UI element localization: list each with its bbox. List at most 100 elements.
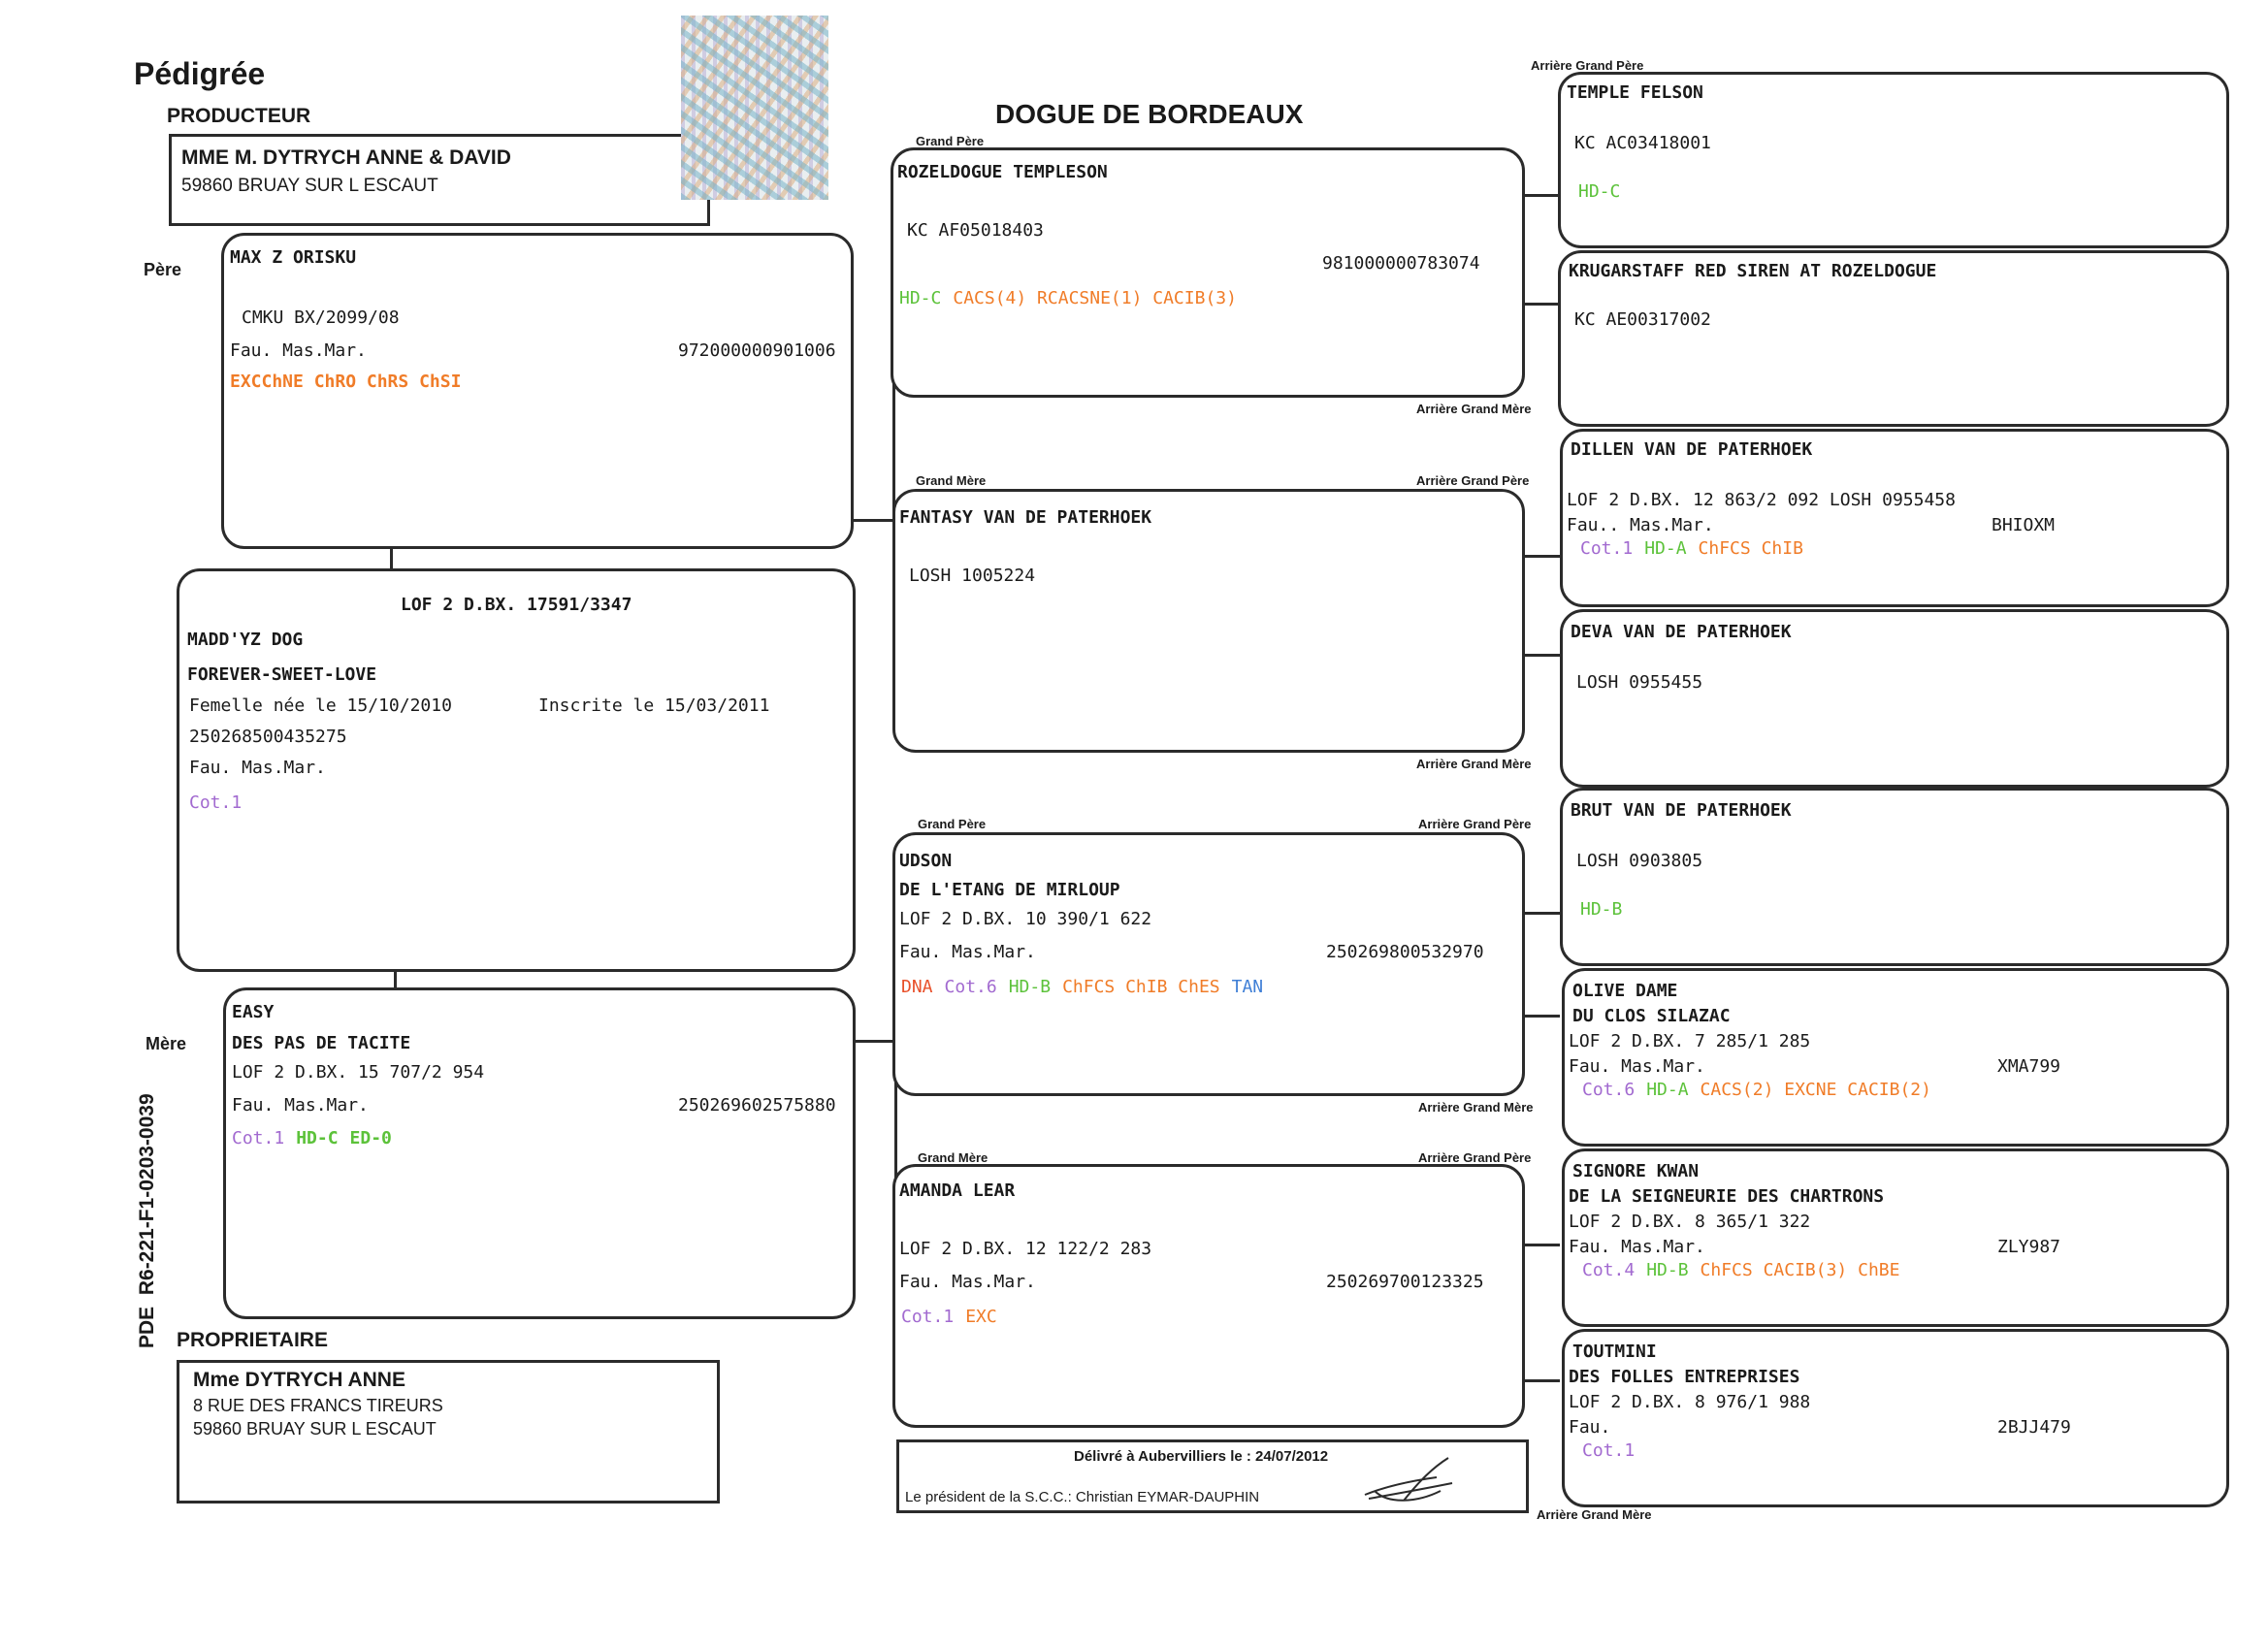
- subject-cot: Cot.1: [189, 792, 243, 813]
- ggp8-code: 2BJJ479: [1997, 1417, 2071, 1438]
- gm-maternal-title-cot: Cot.1: [901, 1307, 955, 1327]
- ggp6-titles: Cot.6 HD-A CACS(2) EXCNE CACIB(2): [1582, 1080, 1943, 1100]
- mother-chip: 250269602575880: [678, 1095, 836, 1116]
- mother-color: Fau. Mas.Mar.: [232, 1095, 369, 1116]
- ggp2-name: KRUGARSTAFF RED SIREN AT ROZELDOGUE: [1569, 261, 1937, 281]
- grandmother-paternal-box: FANTASY VAN DE PATERHOEK LOSH 1005224: [892, 489, 1525, 753]
- connector-gp2: [1523, 303, 1560, 306]
- mother-affix: DES PAS DE TACITE: [232, 1033, 411, 1053]
- grandfather-paternal-box: ROZELDOGUE TEMPLESON KC AF05018403 98100…: [891, 147, 1525, 398]
- label-arriere-grand-mere-4: Arrière Grand Mère: [1537, 1507, 1652, 1522]
- owner-city: 59860 BRUAY SUR L ESCAUT: [193, 1419, 437, 1439]
- ggp7-color: Fau. Mas.Mar.: [1569, 1237, 1705, 1257]
- connector-gp4: [1525, 654, 1560, 657]
- ggp3-code: BHIOXM: [1992, 515, 2056, 535]
- great-grandparent-box-1: TEMPLE FELSON KC AC03418001 HD-C: [1558, 72, 2229, 248]
- father-color: Fau. Mas.Mar.: [230, 340, 367, 361]
- subject-color: Fau. Mas.Mar.: [189, 758, 326, 778]
- gp-maternal-affix: DE L'ETANG DE MIRLOUP: [899, 880, 1120, 900]
- gm-maternal-registration: LOF 2 D.BX. 12 122/2 283: [899, 1239, 1152, 1259]
- ggp3-title-cot: Cot.1: [1580, 538, 1634, 559]
- subject-box: LOF 2 D.BX. 17591/3347 MADD'YZ DOG FOREV…: [177, 568, 856, 972]
- mother-box: EASY DES PAS DE TACITE LOF 2 D.BX. 15 70…: [223, 987, 856, 1319]
- ggp4-registration: LOSH 0955455: [1576, 672, 1703, 693]
- grandmother-maternal-box: AMANDA LEAR LOF 2 D.BX. 12 122/2 283 Fau…: [892, 1164, 1525, 1428]
- president-text: Le président de la S.C.C.: Christian EYM…: [905, 1489, 1260, 1505]
- ggp6-code: XMA799: [1997, 1056, 2061, 1077]
- gm-paternal-registration: LOSH 1005224: [909, 566, 1036, 586]
- connector-gp1: [1523, 194, 1560, 197]
- ggp5-title-hd: HD-B: [1580, 899, 1623, 920]
- ggp6-title-cot: Cot.6: [1582, 1080, 1636, 1100]
- connector-gp8: [1525, 1379, 1560, 1382]
- subject-inscription: Inscrite le 15/03/2011: [538, 695, 770, 716]
- great-grandparent-box-4: DEVA VAN DE PATERHOEK LOSH 0955455: [1560, 609, 2229, 788]
- subject-registration: LOF 2 D.BX. 17591/3347: [401, 595, 632, 615]
- gm-maternal-color: Fau. Mas.Mar.: [899, 1272, 1036, 1292]
- father-chip: 972000000901006: [678, 340, 836, 361]
- producer-label: PRODUCTEUR: [167, 105, 311, 127]
- ggp3-title-hd: HD-A: [1644, 538, 1687, 559]
- great-grandparent-box-2: KRUGARSTAFF RED SIREN AT ROZELDOGUE KC A…: [1558, 250, 2229, 427]
- ggp7-affix: DE LA SEIGNEURIE DES CHARTRONS: [1569, 1186, 1885, 1207]
- grandfather-maternal-box: UDSON DE L'ETANG DE MIRLOUP LOF 2 D.BX. …: [892, 832, 1525, 1096]
- label-grand-pere-1: Grand Père: [916, 134, 985, 148]
- great-grandparent-box-8: TOUTMINI DES FOLLES ENTREPRISES LOF 2 D.…: [1562, 1329, 2229, 1507]
- connector-gp6: [1525, 1015, 1560, 1018]
- label-arriere-grand-pere-3: Arrière Grand Père: [1418, 817, 1532, 831]
- producer-city: 59860 BRUAY SUR L ESCAUT: [181, 176, 438, 196]
- gm-paternal-name: FANTASY VAN DE PATERHOEK: [899, 507, 1152, 528]
- label-grand-mere-1: Grand Mère: [916, 473, 987, 488]
- producer-box: MME M. DYTRYCH ANNE & DAVID 59860 BRUAY …: [169, 134, 710, 226]
- owner-box: Mme DYTRYCH ANNE 8 RUE DES FRANCS TIREUR…: [177, 1360, 720, 1504]
- label-pere: Père: [144, 260, 182, 279]
- father-titles: EXCChNE ChRO ChRS ChSI: [230, 372, 462, 392]
- great-grandparent-box-5: BRUT VAN DE PATERHOEK LOSH 0903805 HD-B: [1560, 788, 2229, 966]
- father-box: MAX Z ORISKU CMKU BX/2099/08 Fau. Mas.Ma…: [221, 233, 854, 549]
- connector-father-branch: [892, 262, 895, 522]
- ggp6-registration: LOF 2 D.BX. 7 285/1 285: [1569, 1031, 1811, 1051]
- signature-image: [1364, 1457, 1453, 1502]
- gp-maternal-registration: LOF 2 D.BX. 10 390/1 622: [899, 909, 1152, 929]
- ggp6-affix: DU CLOS SILAZAC: [1572, 1006, 1731, 1026]
- ggp6-title-awards: CACS(2) EXCNE CACIB(2): [1700, 1080, 1931, 1100]
- subject-birth: Femelle née le 15/10/2010: [189, 695, 452, 716]
- ggp8-registration: LOF 2 D.BX. 8 976/1 988: [1569, 1392, 1811, 1412]
- document-title: Pédigrée: [134, 56, 266, 91]
- ggp7-title-champion: ChFCS CACIB(3) ChBE: [1700, 1260, 1900, 1280]
- ggp7-name: SIGNORE KWAN: [1572, 1161, 1700, 1181]
- gp-paternal-name: ROZELDOGUE TEMPLESON: [897, 162, 1108, 182]
- label-mere: Mère: [146, 1034, 187, 1053]
- gp-maternal-chip: 250269800532970: [1326, 942, 1484, 962]
- ggp7-registration: LOF 2 D.BX. 8 365/1 322: [1569, 1212, 1811, 1232]
- label-arriere-grand-pere-4: Arrière Grand Père: [1418, 1150, 1532, 1165]
- gp-maternal-title-cot: Cot.6: [944, 977, 997, 997]
- gp-paternal-title-awards: CACS(4) RCACSNE(1) CACIB(3): [953, 288, 1237, 308]
- ggp3-title-champion: ChFCS ChIB: [1698, 538, 1803, 559]
- mother-name: EASY: [232, 1002, 275, 1022]
- gp-maternal-title-champion: ChFCS ChIB ChES: [1062, 977, 1220, 997]
- ggp6-name: OLIVE DAME: [1572, 981, 1678, 1001]
- ggp7-title-cot: Cot.4: [1582, 1260, 1636, 1280]
- ggp8-title-cot: Cot.1: [1582, 1440, 1636, 1461]
- ggp4-name: DEVA VAN DE PATERHOEK: [1571, 622, 1792, 642]
- subject-chip: 250268500435275: [189, 727, 347, 747]
- subject-name-1: MADD'YZ DOG: [187, 630, 304, 650]
- label-arriere-grand-pere-2: Arrière Grand Père: [1416, 473, 1530, 488]
- gp-maternal-title-tan: TAN: [1231, 977, 1264, 997]
- label-arriere-grand-mere-3: Arrière Grand Mère: [1418, 1100, 1534, 1115]
- ggp1-registration: KC AC03418001: [1574, 133, 1711, 153]
- breed-title: DOGUE DE BORDEAUX: [995, 99, 1304, 129]
- ggp3-color: Fau.. Mas.Mar.: [1567, 515, 1714, 535]
- ggp6-title-hd: HD-A: [1646, 1080, 1689, 1100]
- mother-title-cot: Cot.1: [232, 1128, 285, 1148]
- gp-paternal-registration: KC AF05018403: [907, 220, 1044, 241]
- ggp5-registration: LOSH 0903805: [1576, 851, 1703, 871]
- gp-paternal-chip: 981000000783074: [1322, 253, 1480, 274]
- delivered-text: Délivré à Aubervilliers le : 24/07/2012: [1074, 1448, 1329, 1465]
- ggp3-registration: LOF 2 D.BX. 12 863/2 092 LOSH 0955458: [1567, 490, 1956, 510]
